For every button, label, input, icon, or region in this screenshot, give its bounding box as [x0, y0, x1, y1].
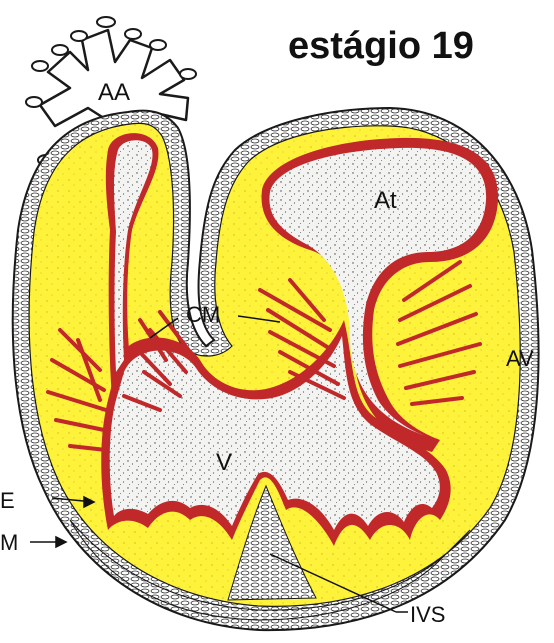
label-aortic-arches: AA	[98, 79, 130, 106]
label-atrium: At	[374, 187, 397, 214]
label-cardiac-myocardium: CM	[186, 302, 220, 327]
label-e: E	[0, 488, 15, 513]
diagram-title: estágio 19	[288, 25, 474, 67]
label-m: M	[0, 530, 18, 555]
label-ventricle: V	[216, 449, 232, 476]
label-ivs: IVS	[410, 602, 445, 627]
label-av: AV	[506, 346, 534, 371]
